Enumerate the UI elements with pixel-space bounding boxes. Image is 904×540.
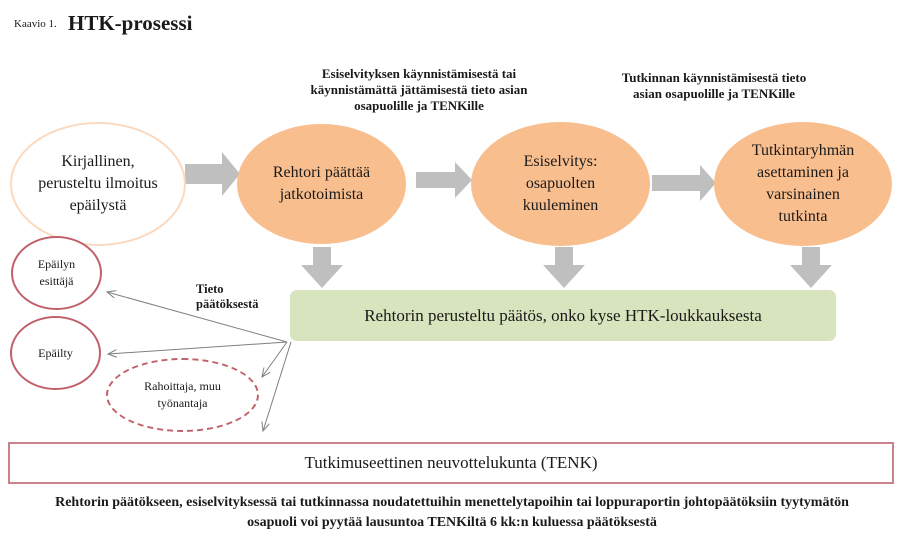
figure-caption: Kaavio 1.: [14, 18, 57, 30]
block-arrow-down-2: [543, 247, 585, 288]
block-arrow-down-1: [301, 247, 343, 288]
note-preliminary-investigation: Esiselvityksen käynnistämisestä tai käyn…: [310, 66, 528, 113]
page-title: HTK-prosessi: [68, 11, 193, 35]
note-investigation-start: Tutkinnan käynnistämisestä tieto asian o…: [621, 70, 807, 101]
tenk-box: Tutkimuseettinen neuvottelukunta (TENK): [8, 442, 894, 484]
step-label-1: Rehtori päättää jatkotoimista: [272, 164, 371, 203]
step-node-investigation: Tutkintaryhmän asettaminen ja varsinaine…: [714, 122, 892, 246]
tenk-label: Tutkimuseettinen neuvottelukunta (TENK): [304, 453, 598, 472]
block-arrow-1: [185, 152, 240, 196]
party-accuser-label: Epäilyn esittäjä: [37, 257, 76, 288]
party-accuser: Epäilyn esittäjä: [11, 236, 102, 310]
start-node-label: Kirjallinen, perusteltu ilmoitus epäilys…: [38, 153, 158, 214]
thin-arrow-funder: [262, 341, 288, 377]
thin-arrow-tenk: [263, 341, 292, 431]
block-arrow-3: [652, 165, 716, 201]
decision-box: Rehtorin perusteltu päätös, onko kyse HT…: [290, 290, 836, 341]
block-arrow-down-3: [790, 247, 832, 288]
step-node-rector-decides: Rehtori päättää jatkotoimista: [237, 124, 406, 244]
party-suspect-label: Epäilty: [38, 345, 73, 360]
party-funder: Rahoittaja, muu työnantaja: [106, 358, 259, 432]
party-funder-label: Rahoittaja, muu työnantaja: [144, 379, 221, 410]
decision-label: Rehtorin perusteltu päätös, onko kyse HT…: [364, 305, 762, 325]
thin-arrow-suspect: [108, 341, 288, 354]
step-node-preliminary-investigation: Esiselvitys: osapuolten kuuleminen: [471, 122, 650, 246]
block-arrow-2: [416, 162, 472, 198]
footer-note: Rehtorin päätökseen, esiselvityksessä ta…: [55, 495, 849, 530]
step-label-2: Esiselvitys: osapuolten kuuleminen: [522, 153, 599, 214]
step-label-3: Tutkintaryhmän asettaminen ja varsinaine…: [751, 142, 855, 225]
party-suspect: Epäilty: [10, 316, 101, 390]
thin-arrow-accuser: [107, 292, 288, 343]
note-decision-info: Tieto päätöksestä: [196, 282, 259, 311]
start-node-report: Kirjallinen, perusteltu ilmoitus epäilys…: [10, 122, 186, 246]
